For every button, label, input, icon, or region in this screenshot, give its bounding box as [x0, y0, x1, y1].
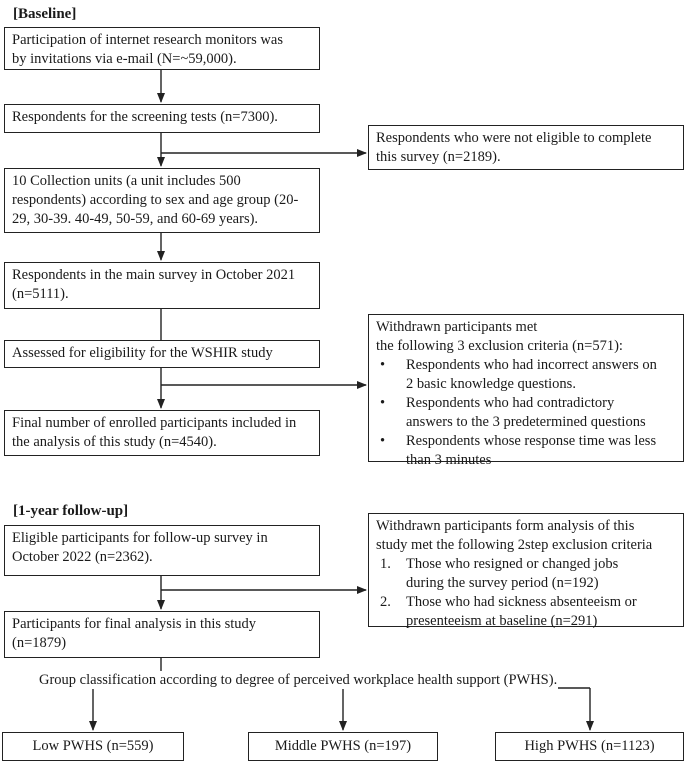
final-analysis-line: (n=1879)	[12, 635, 67, 651]
screening-line: Respondents for the screening tests (n=7…	[12, 109, 278, 125]
followup-exclusion-text: during the survey period (n=192)	[406, 575, 599, 591]
exclusion-text: Respondents whose response time was less	[406, 433, 657, 449]
low-pwhs-label: Low PWHS (n=559)	[32, 738, 154, 754]
enrolled-line: Final number of enrolled participants in…	[12, 415, 297, 431]
exclusion-item: • Respondents who had contradictory answ…	[376, 394, 676, 432]
number-marker: 1.	[380, 556, 391, 572]
followup-exclusion-text: Those who resigned or changed jobs	[406, 556, 619, 572]
followup-exclusion-item: 1. Those who resigned or changed jobs du…	[376, 555, 676, 593]
followup-heading: [1-year follow-up]	[13, 503, 129, 519]
invitation-line: by invitations via e-mail (N=~59,000).	[12, 51, 237, 67]
bullet-marker: •	[380, 433, 386, 449]
followup-exclusion-text: presenteeism at baseline (n=291)	[406, 613, 598, 629]
not-eligible-line: Respondents who were not eligible to com…	[376, 130, 652, 146]
bullet-marker: •	[380, 357, 386, 373]
withdrawn-followup-title: study met the following 2step exclusion …	[376, 537, 653, 553]
withdrawn-followup-box: Withdrawn participants form analysis of …	[368, 513, 684, 629]
collection-units-box: 10 Collection units (a unit includes 500…	[4, 168, 320, 233]
withdrawn-baseline-box: Withdrawn participants met the following…	[368, 314, 684, 468]
main-survey-line: (n=5111).	[12, 286, 69, 302]
number-marker: 2.	[380, 594, 391, 610]
exclusion-text: than 3 minutes	[406, 452, 492, 468]
screening-box: Respondents for the screening tests (n=7…	[4, 104, 320, 133]
withdrawn-title-line: Withdrawn participants met	[376, 319, 538, 335]
followup-exclusion-list: 1. Those who resigned or changed jobs du…	[376, 555, 676, 631]
classification-label: Group classification according to degree…	[38, 671, 559, 689]
enrolled-line: the analysis of this study (n=4540).	[12, 434, 217, 450]
middle-pwhs-box: Middle PWHS (n=197)	[248, 732, 438, 761]
low-pwhs-box: Low PWHS (n=559)	[2, 732, 184, 761]
assessed-box: Assessed for eligibility for the WSHIR s…	[4, 340, 320, 368]
eligible-followup-line: October 2022 (n=2362).	[12, 549, 153, 565]
not-eligible-line: this survey (n=2189).	[376, 149, 501, 165]
baseline-heading: [Baseline]	[13, 6, 77, 22]
final-analysis-line: Participants for final analysis in this …	[12, 616, 257, 632]
exclusion-text: Respondents who had incorrect answers on	[406, 357, 657, 373]
assessed-line: Assessed for eligibility for the WSHIR s…	[12, 345, 273, 361]
exclusion-item: • Respondents whose response time was le…	[376, 432, 676, 470]
not-eligible-box: Respondents who were not eligible to com…	[368, 125, 684, 170]
collection-line: respondents) according to sex and age gr…	[12, 192, 299, 208]
exclusion-text: Respondents who had contradictory	[406, 395, 615, 411]
eligible-followup-box: Eligible participants for follow-up surv…	[4, 525, 320, 576]
withdrawn-followup-title: Withdrawn participants form analysis of …	[376, 518, 635, 534]
followup-exclusion-item: 2. Those who had sickness absenteeism or…	[376, 593, 676, 631]
collection-line: 29, 30-39. 40-49, 50-59, and 60-69 years…	[12, 211, 259, 227]
final-analysis-box: Participants for final analysis in this …	[4, 611, 320, 658]
exclusion-list: • Respondents who had incorrect answers …	[376, 356, 676, 470]
bullet-marker: •	[380, 395, 386, 411]
high-pwhs-box: High PWHS (n=1123)	[495, 732, 684, 761]
withdrawn-title-line: the following 3 exclusion criteria (n=57…	[376, 338, 623, 354]
exclusion-text: answers to the 3 predetermined questions	[406, 414, 646, 430]
exclusion-item: • Respondents who had incorrect answers …	[376, 356, 676, 394]
eligible-followup-line: Eligible participants for follow-up surv…	[12, 530, 268, 546]
invitation-line: Participation of internet research monit…	[12, 32, 283, 48]
main-survey-box: Respondents in the main survey in Octobe…	[4, 262, 320, 309]
high-pwhs-label: High PWHS (n=1123)	[524, 738, 655, 754]
middle-pwhs-label: Middle PWHS (n=197)	[274, 738, 412, 754]
invitation-box: Participation of internet research monit…	[4, 27, 320, 70]
followup-exclusion-text: Those who had sickness absenteeism or	[406, 594, 637, 610]
exclusion-text: 2 basic knowledge questions.	[406, 376, 576, 392]
main-survey-line: Respondents in the main survey in Octobe…	[12, 267, 296, 283]
enrolled-box: Final number of enrolled participants in…	[4, 410, 320, 456]
collection-line: 10 Collection units (a unit includes 500	[12, 173, 241, 189]
